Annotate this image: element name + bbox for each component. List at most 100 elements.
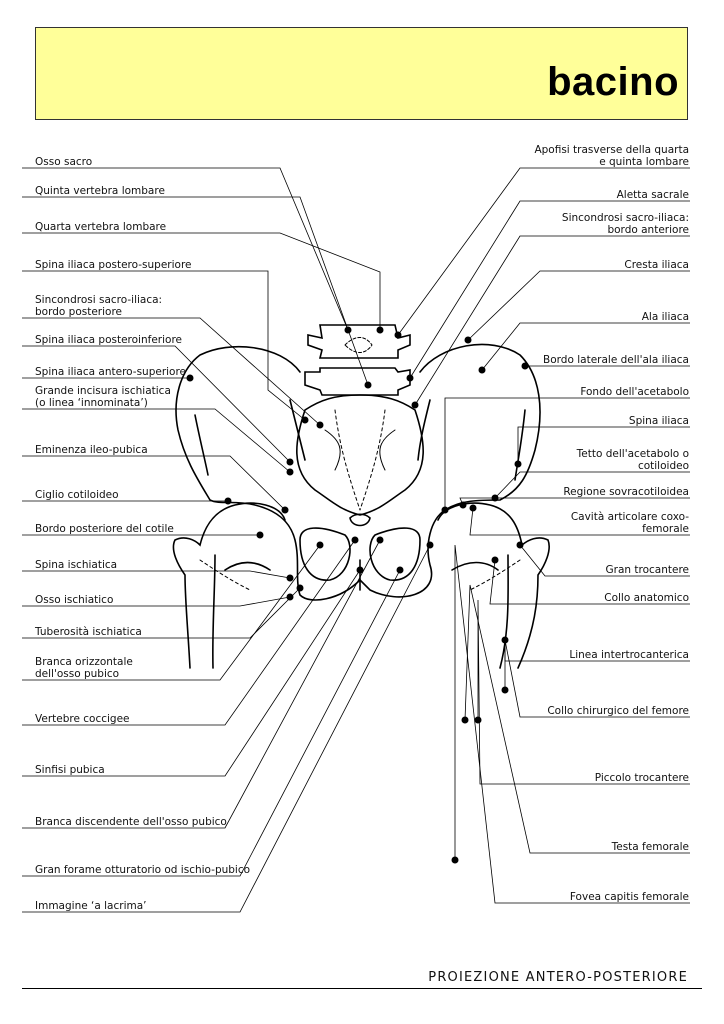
right-label: Gran trocantere [606,564,690,576]
marker-dot [286,593,294,601]
coccyx [349,513,371,527]
left-label: Sincondrosi sacro-iliaca:bordo posterior… [35,294,162,318]
label-line: bordo anteriore [607,224,689,236]
label-line: (o linea ‘innominata’) [35,397,148,409]
leader-line [22,596,291,607]
label-line: Spina iliaca antero-superiore [35,366,187,378]
marker-dot [411,401,419,409]
left-label: Sinfisi pubica [35,764,105,776]
left-label: Spina ischiatica [35,559,117,571]
right-label: Regione sovracotiloidea [563,486,689,498]
leader-line [22,270,306,421]
marker-dot [281,506,289,514]
label-line: Piccolo trocantere [594,772,689,784]
marker-dot [474,716,482,724]
right-label: Cresta iliaca [624,259,689,271]
right-label: Collo chirurgico del femore [547,705,689,717]
marker-dot [394,331,402,339]
label-line: Aletta sacrale [616,189,689,201]
marker-dot [514,460,522,468]
leader-line [489,559,690,605]
leader-lines [22,167,690,913]
label-line: Testa femorale [611,841,689,853]
label-line: Sincondrosi sacro-iliaca: [35,294,163,306]
label-line: Bordo laterale dell'ala iliaca [543,354,689,366]
left-label: Osso ischiatico [35,594,113,606]
label-line: e quinta lombare [599,156,689,168]
leader-line [22,196,369,386]
left-label: Immagine ‘a lacrima’ [35,900,147,912]
label-line: bordo posteriore [35,306,122,318]
label-line: Ciglio cotiloideo [35,489,119,501]
label-line: Spina iliaca [628,415,689,427]
leader-line [22,408,291,473]
leader-line [519,544,690,577]
page-title: bacino [547,60,679,104]
marker-dots [186,326,529,864]
left-label: Quinta vertebra lombare [35,185,165,197]
marker-dot [491,494,499,502]
right-femur [437,502,550,669]
leader-line [22,345,291,463]
marker-dot [186,374,194,382]
marker-dot [516,541,524,549]
right-ilium [359,343,541,598]
left-obturator [299,527,351,581]
leader-line [464,584,690,854]
left-label: Quarta vertebra lombare [35,221,166,233]
marker-dot [344,326,352,334]
right-label: Ala iliaca [642,311,689,323]
marker-dot [441,506,449,514]
label-line: Branca orizzontale [35,656,133,668]
left-label: Vertebre coccigee [35,713,130,725]
left-label: Branca discendente dell'osso pubico [35,816,227,828]
title-banner: bacino [35,27,688,120]
right-label: Sincondrosi sacro-iliaca:bordo anteriore [562,212,689,236]
leader-line [494,471,690,499]
leader-line [22,569,401,877]
leader-line [22,167,349,331]
right-obturator [369,527,421,581]
marker-dot [364,381,372,389]
left-femur [172,502,286,669]
leader-line [481,322,690,371]
label-line: Osso ischiatico [35,594,114,606]
leader-line [22,539,381,829]
marker-dot [406,374,414,382]
leader-line [22,569,361,777]
label-line: Sinfisi pubica [35,764,105,776]
left-label: Grande incisura ischiatica(o linea ‘inno… [35,385,171,409]
marker-dot [316,541,324,549]
right-label: Linea intertrocanterica [569,649,689,661]
left-label: Ciglio cotiloideo [35,489,119,501]
label-line: Sincondrosi sacro-iliaca: [561,212,689,224]
label-line: Cresta iliaca [624,259,689,271]
marker-dot [491,556,499,564]
leader-line [22,587,301,639]
label-line: Branca discendente dell'osso pubico [35,816,227,828]
marker-dot [461,716,469,724]
leader-line [22,539,356,726]
leader-line [22,544,431,913]
leader-line [22,544,321,681]
marker-dot [301,416,309,424]
right-label: Piccolo trocantere [595,772,689,784]
label-line: Fondo dell'acetabolo [580,386,689,398]
marker-dot [501,686,509,694]
left-label: Bordo posteriore del cotile [35,523,174,535]
label-line: cotiloideo [637,460,689,472]
label-line: Collo chirurgico del femore [547,705,689,717]
marker-dot [451,856,459,864]
marker-dot [296,584,304,592]
leader-line [414,235,690,406]
label-line: Fovea capitis femorale [569,891,689,903]
label-line: Apofisi trasverse della quarta [534,144,689,156]
label-line: Grande incisura ischiatica [35,385,171,397]
label-line: Gran forame otturatorio od ischio-pubico [35,864,251,876]
label-line: Bordo posteriore del cotile [35,523,174,535]
marker-dot [501,636,509,644]
left-label: Spina iliaca postero-superiore [35,259,192,271]
marker-dot [459,501,467,509]
